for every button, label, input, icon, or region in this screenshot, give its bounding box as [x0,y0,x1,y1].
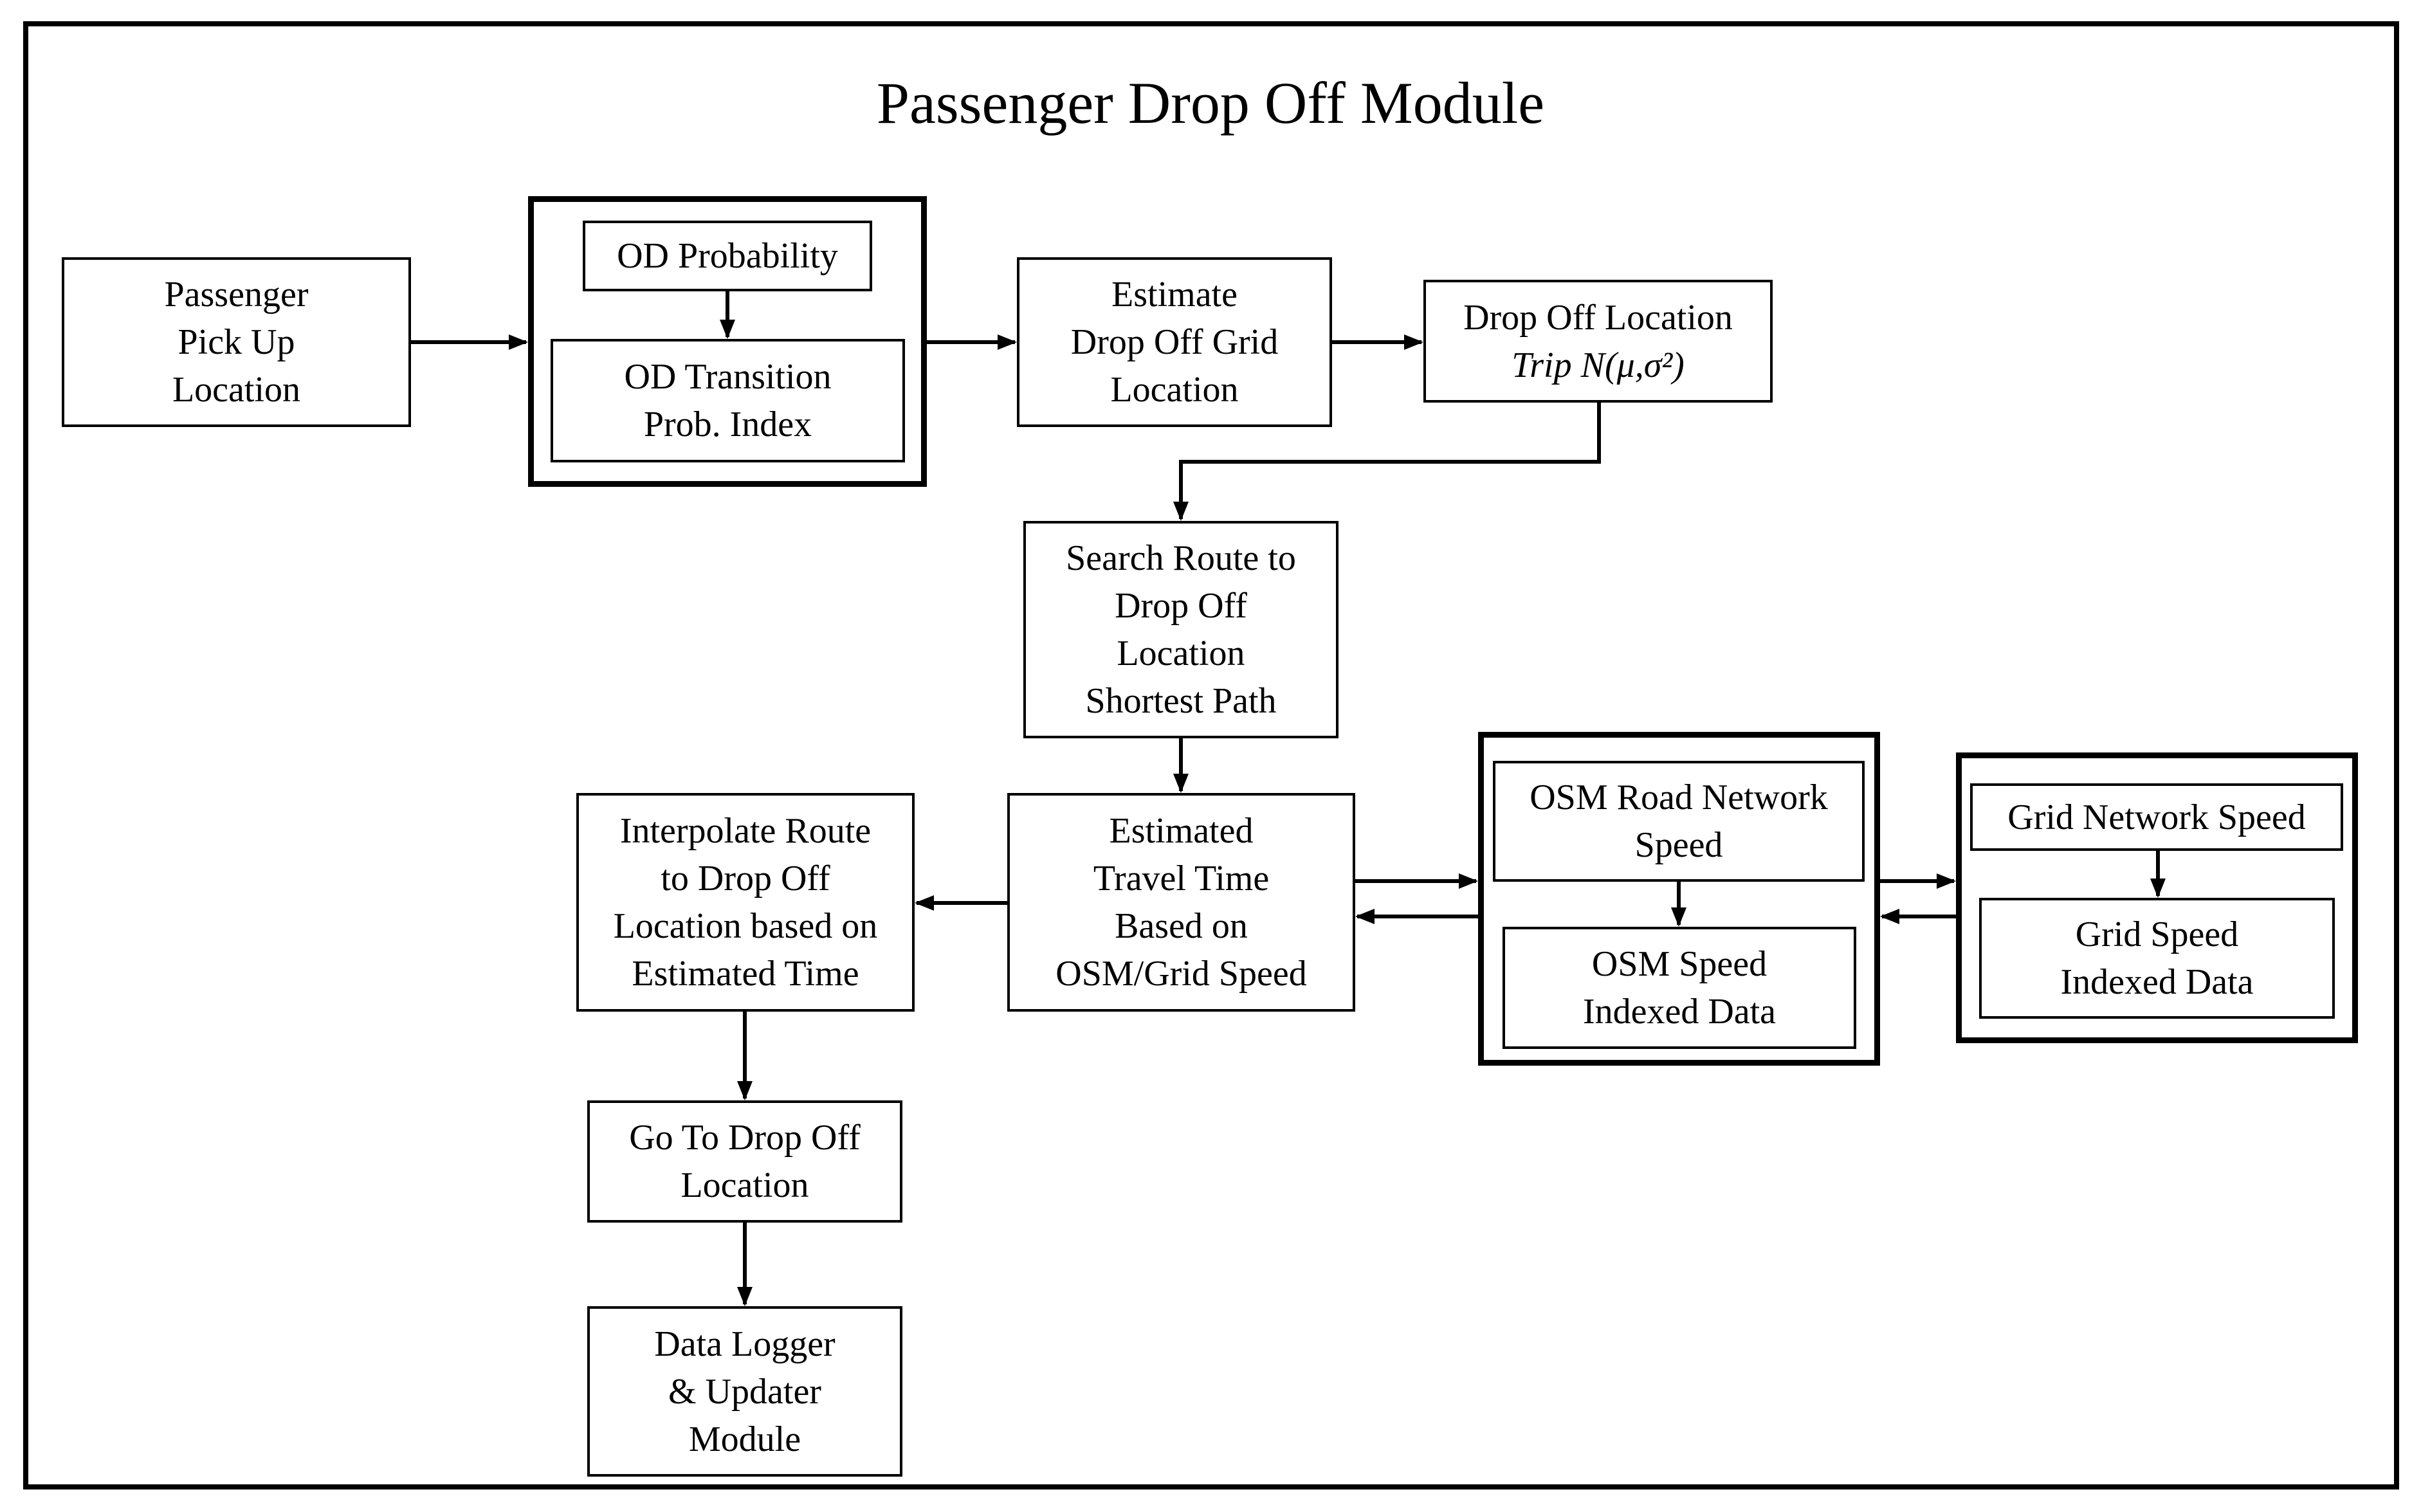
node-line: OSM Road Network [1530,778,1828,817]
node-line: Location [1110,370,1239,410]
node-search-route: Search Route to Drop Off Location Shorte… [1023,521,1338,738]
trip-distribution-label: Trip N(μ,σ²) [1512,345,1685,385]
node-interpolate-route: Interpolate Route to Drop Off Location b… [576,793,915,1012]
node-line: to Drop Off [661,859,830,898]
node-estimated-travel-time: Estimated Travel Time Based on OSM/Grid … [1007,793,1355,1012]
node-line: Estimated Time [632,954,859,994]
node-line: Grid Speed [2075,915,2239,954]
node-data-logger-updater-module: Data Logger & Updater Module [587,1306,902,1477]
node-estimate-drop-off-grid-location: Estimate Drop Off Grid Location [1017,257,1332,427]
node-line: Grid Network Speed [2007,797,2306,837]
node-grid-speed-indexed-data: Grid Speed Indexed Data [1979,898,2335,1019]
node-line: Drop Off [1115,586,1247,626]
node-line: Passenger [164,275,309,314]
node-line: Indexed Data [1582,992,1777,1032]
node-go-to-drop-off-location: Go To Drop Off Location [587,1100,902,1223]
node-line: Data Logger [654,1324,836,1364]
node-line: Shortest Path [1085,681,1277,721]
node-osm-road-network-speed: OSM Road Network Speed [1493,761,1865,882]
node-line: OD Probability [617,236,838,276]
diagram-title: Passenger Drop Off Module [876,70,1545,136]
node-line: Based on [1115,906,1248,946]
node-line: Location [172,370,301,410]
node-line: Drop Off Location [1463,297,1733,338]
node-drop-off-location: Drop Off Location Trip N(μ,σ²) [1423,280,1773,403]
node-line: Go To Drop Off [629,1118,861,1158]
node-line: Location based on [613,906,878,946]
node-line: OD Transition [624,357,832,397]
node-line: Indexed Data [2060,962,2254,1002]
node-osm-speed-indexed-data: OSM Speed Indexed Data [1503,927,1856,1049]
node-line: & Updater [668,1371,821,1412]
node-od-probability: OD Probability [583,221,872,291]
outer-frame [23,21,2399,1489]
node-line: Interpolate Route [619,811,872,851]
node-line: Location [1117,633,1245,673]
node-line: Estimated [1109,811,1254,851]
node-line: Prob. Index [643,405,812,444]
node-line: Estimate [1111,275,1238,314]
node-line: OSM/Grid Speed [1055,954,1307,994]
node-od-transition-prob-index: OD Transition Prob. Index [551,339,905,462]
node-line: Speed [1634,825,1723,865]
node-line: Travel Time [1093,859,1270,898]
node-passenger-pickup-location: Passenger Pick Up Location [62,257,411,427]
node-grid-network-speed: Grid Network Speed [1970,783,2343,851]
node-line: Search Route to [1066,538,1296,578]
arrow-dropoff-to-search-route [1173,403,1601,521]
node-line: Location [681,1165,809,1205]
node-line: Pick Up [178,322,295,362]
node-line: Module [688,1419,801,1459]
node-line: OSM Speed [1591,944,1768,984]
node-line: Drop Off Grid [1070,322,1279,362]
